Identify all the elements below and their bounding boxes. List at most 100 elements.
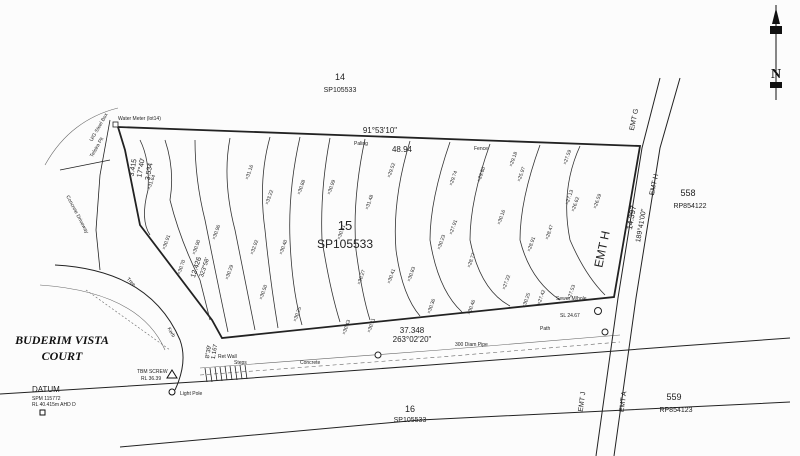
- spot-level: ×30.25: [521, 292, 532, 309]
- spot-levels: ×31.64×30.91×30.90×30.70×30.96×30.29×31.…: [146, 149, 603, 336]
- spot-level: ×30.90: [191, 239, 202, 256]
- lot558-plan: RP854122: [673, 203, 706, 210]
- street-name-line2: COURT: [42, 349, 83, 363]
- tree-label: Tree: [125, 277, 137, 289]
- spot-level: ×32.92: [249, 239, 260, 256]
- easement-line-east: [613, 77, 681, 456]
- arc-distance: 1.167: [211, 343, 220, 359]
- lot14-plan: SP105533: [324, 87, 357, 94]
- steps-hatch: [204, 364, 248, 383]
- spot-level: ×30.25: [292, 306, 303, 323]
- spot-level: ×30.41: [386, 268, 397, 285]
- spot-level: ×30.29: [224, 264, 235, 281]
- lot14-number: 14: [335, 72, 345, 82]
- spot-level: ×28.77: [466, 252, 477, 269]
- sewer-pipe-line: [199, 341, 621, 376]
- north-distance: 48.94: [392, 145, 413, 154]
- spot-level: ×30.40: [278, 239, 289, 256]
- lot559-number: 559: [666, 392, 681, 402]
- driveway-edge: [95, 119, 111, 271]
- spot-level: ×30.99: [326, 179, 337, 196]
- spot-level: ×30.46: [466, 299, 477, 316]
- arc-bearing: 8°39': [205, 345, 213, 359]
- sewer-pipe-label: 300 Diam Pipe: [455, 342, 488, 348]
- spot-level: ×29.18: [508, 151, 519, 168]
- lot15-boundary: [116, 126, 642, 339]
- west-distance-2: 3.534: [145, 162, 155, 181]
- pipe-marker-icon: [374, 351, 382, 359]
- lot558-number: 558: [680, 188, 695, 198]
- easement-line-west: [595, 77, 661, 456]
- spot-level: ×27.53: [566, 284, 577, 301]
- fence-label: Fence: [474, 146, 488, 152]
- tbm-triangle-icon: [166, 369, 178, 379]
- sewer-manhole-label: Sewer M/hole: [556, 296, 587, 302]
- spot-level: ×27.22: [501, 274, 512, 291]
- west-bearing-1: 17°40': [135, 157, 146, 178]
- spot-level: ×27.59: [562, 149, 573, 166]
- north-bearing: 91°53'10": [363, 126, 397, 135]
- south-distance: 37.348: [400, 326, 425, 335]
- west-bearing-3: 323°58': [199, 257, 211, 278]
- spot-level: ×27.91: [448, 219, 459, 236]
- datum-line2: RL 40.415m AHD D: [32, 402, 76, 408]
- dotted-kerb: [85, 289, 171, 351]
- easement-h-large: EMT H: [591, 230, 612, 269]
- tbm-screw-label: TBM SCREW: [137, 369, 168, 375]
- spot-level: ×30.43: [341, 319, 352, 336]
- concrete-label: Concrete: [300, 360, 321, 366]
- spot-level: ×30.88: [296, 179, 307, 196]
- road-edge-lower: [119, 401, 791, 448]
- contour-lines: [139, 136, 606, 333]
- spot-level: ×30.11: [366, 317, 377, 333]
- spot-level: ×30.50: [258, 284, 269, 301]
- spot-level: ×31.48: [364, 194, 375, 211]
- datum-marker-icon: [39, 409, 46, 416]
- easement-a: EMT A: [619, 391, 629, 413]
- easement-g: EMT G: [629, 108, 640, 131]
- west-distance-1: 3.415: [129, 158, 139, 177]
- spot-level: ×33.22: [264, 189, 275, 206]
- kerb-label: Kerb: [166, 326, 177, 338]
- datum-line1: SPM 115772: [32, 396, 61, 402]
- spot-level: ×30.27: [356, 269, 367, 286]
- spot-level: ×26.59: [592, 193, 603, 210]
- water-meter-marker: [112, 121, 119, 128]
- concrete-driveway-label: Concrete Driveway: [64, 194, 89, 235]
- spot-level: ×29.60: [476, 166, 487, 183]
- tbm-rl-label: RL 36.39: [141, 376, 161, 382]
- steps-label: Steps: [234, 360, 247, 366]
- spot-level: ×30.16: [496, 209, 507, 226]
- concrete-path-edge: [199, 334, 621, 369]
- ret-wall-label: Ret Wall: [218, 354, 237, 360]
- east-distance: 14.397: [625, 204, 638, 230]
- light-pole-label: Light Pole: [180, 391, 202, 397]
- lot14-driveway-line: [59, 159, 111, 171]
- spot-level: ×30.91: [161, 234, 172, 251]
- road-edge-upper: [0, 337, 791, 395]
- kerb-arc-inner: [39, 284, 166, 351]
- datum-title: DATUM: [32, 385, 60, 394]
- spot-level: ×30.70: [176, 259, 187, 276]
- lot16-plan: SP105533: [394, 417, 427, 424]
- spot-level: ×28.47: [544, 224, 555, 241]
- spot-level: ×25.97: [516, 166, 527, 183]
- spot-level: ×28.91: [526, 236, 537, 253]
- easement-h: EMT H: [649, 173, 660, 196]
- kerb-arc: [54, 264, 184, 391]
- north-letter: N: [771, 67, 781, 82]
- easement-j: EMT J: [578, 391, 588, 412]
- spot-level: ×31.16: [244, 164, 255, 181]
- sewer-manhole-icon: [594, 307, 602, 315]
- street-name-line1: BUDERIM VISTA: [14, 333, 109, 347]
- lot16-number: 16: [405, 404, 415, 414]
- paling-label: Paling: [354, 141, 368, 147]
- lot559-plan: RP854123: [659, 407, 692, 414]
- spot-level: ×30.31: [336, 224, 347, 241]
- light-pole-icon: [168, 388, 176, 396]
- north-arrow: N: [770, 5, 782, 100]
- water-meter-label: Water Meter (lot14): [118, 116, 161, 122]
- spot-level: ×30.36: [426, 298, 437, 315]
- sewer-sl-label: SL 24.67: [560, 313, 580, 319]
